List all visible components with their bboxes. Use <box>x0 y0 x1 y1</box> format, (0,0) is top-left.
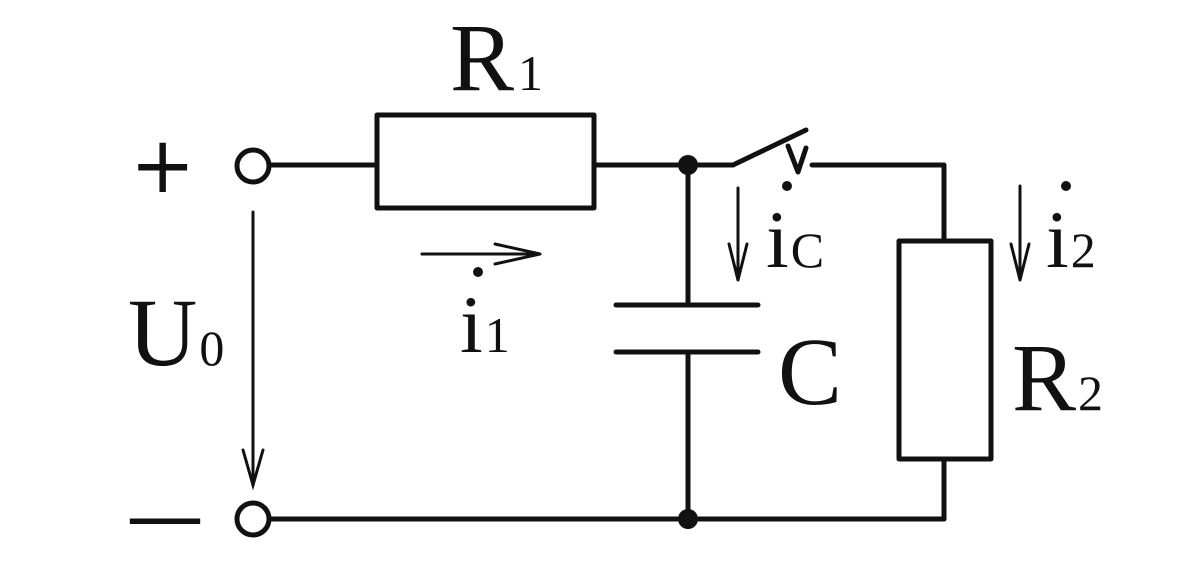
u0-arrow-head <box>241 448 265 491</box>
label-ic: iC <box>766 194 824 285</box>
wire-switch-to-r2 <box>809 162 947 244</box>
i2-arrow-head <box>1009 242 1031 281</box>
terminal-plus <box>234 147 272 185</box>
ic-phasor-dot <box>782 181 792 191</box>
label-plus: + <box>130 121 195 211</box>
resistor-r1 <box>374 112 597 211</box>
label-i2: i2 <box>1046 194 1096 285</box>
label-minus: — <box>126 472 204 562</box>
terminal-minus <box>234 500 272 538</box>
switch-arrow <box>785 143 809 175</box>
i1-arrow-head <box>493 242 541 266</box>
label-r2: R2 <box>1012 324 1103 431</box>
label-r1: R1 <box>450 4 543 111</box>
switch-blade <box>730 127 809 168</box>
label-c: C <box>778 318 842 425</box>
label-u0: U0 <box>128 279 224 386</box>
i1-phasor-dot <box>473 267 483 277</box>
junction-node-bottom <box>678 509 698 529</box>
label-i1: i1 <box>460 279 510 370</box>
ic-arrow-head <box>727 242 749 281</box>
i2-phasor-dot <box>1061 181 1071 191</box>
resistor-r2 <box>896 238 994 462</box>
